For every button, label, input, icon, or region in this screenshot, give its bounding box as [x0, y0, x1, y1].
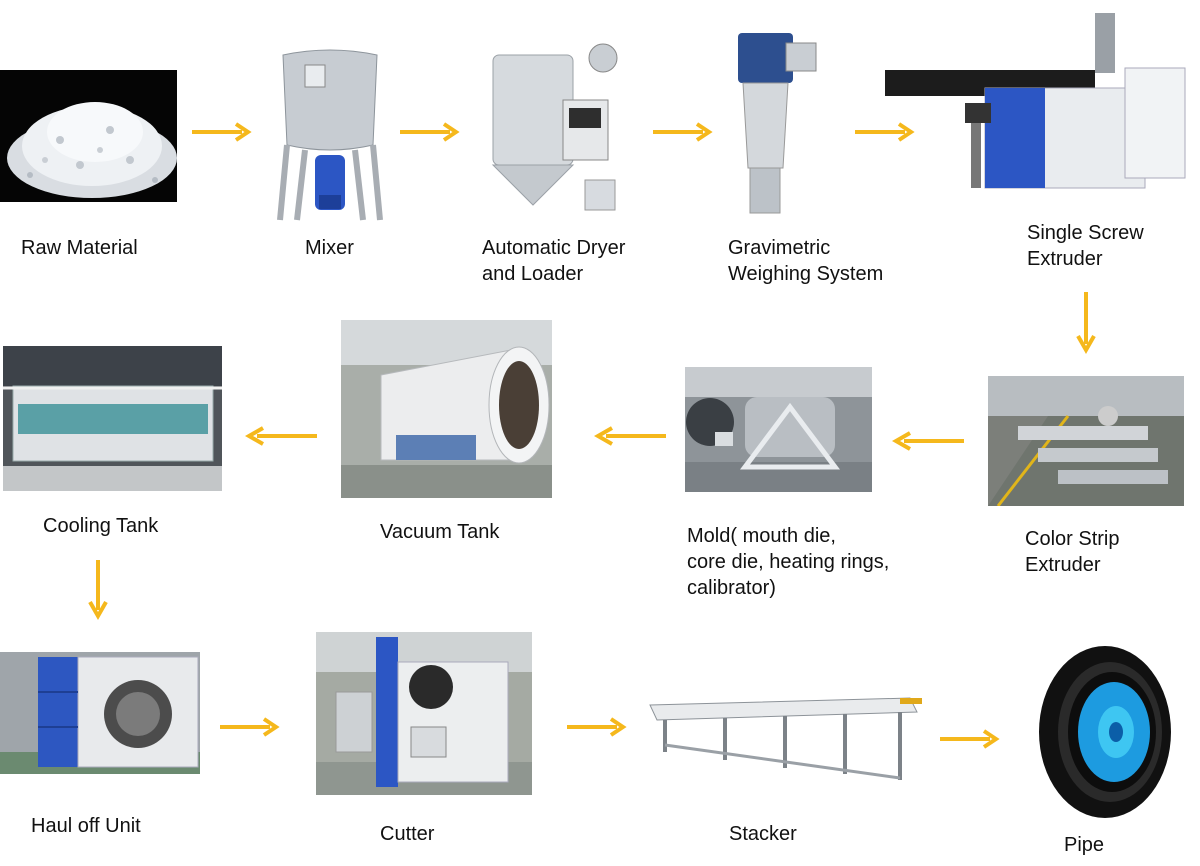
color-strip-extruder-photo: [988, 376, 1184, 506]
vacuum-tank-photo: [341, 320, 552, 498]
mixer-photo: [275, 45, 385, 225]
label-pipe: Pipe: [1064, 834, 1105, 856]
haul-off-unit-photo: [0, 652, 200, 774]
arrow-left-icon: [892, 431, 964, 451]
cooling-tank-photo: [3, 346, 222, 491]
stacker-photo: [645, 690, 925, 785]
dryer-loader-photo: [485, 40, 630, 220]
label-haul-off-unit: Haul off Unit: [31, 815, 141, 837]
arrow-right-icon: [855, 122, 915, 142]
arrow-right-icon: [940, 729, 1000, 749]
label-cooling-tank: Cooling Tank: [43, 515, 159, 537]
arrow-left-icon: [245, 426, 317, 446]
cutter-photo: [316, 632, 532, 795]
label-mixer: Mixer: [305, 237, 354, 259]
pipe-photo: [1030, 640, 1175, 820]
label-stacker: Stacker: [729, 823, 797, 845]
label-mold: Mold( mouth die, core die, heating rings…: [687, 525, 890, 599]
arrow-down-icon: [88, 560, 108, 621]
label-single-screw-extruder: Single Screw Extruder: [1027, 222, 1144, 270]
arrow-down-icon: [1076, 292, 1096, 355]
raw-material-photo: [0, 70, 177, 202]
arrow-right-icon: [567, 717, 627, 737]
arrow-left-icon: [594, 426, 666, 446]
arrow-right-icon: [653, 122, 713, 142]
label-color-strip-extruder: Color Strip Extruder: [1025, 528, 1120, 576]
label-raw-material: Raw Material: [21, 237, 138, 259]
arrow-right-icon: [220, 717, 280, 737]
label-cutter: Cutter: [380, 823, 435, 845]
label-dryer-loader: Automatic Dryer and Loader: [482, 237, 626, 285]
arrow-right-icon: [400, 122, 460, 142]
single-screw-extruder-photo: [885, 8, 1190, 203]
gravimetric-weighing-photo: [728, 28, 828, 220]
mold-photo: [685, 367, 872, 492]
arrow-right-icon: [192, 122, 252, 142]
label-vacuum-tank: Vacuum Tank: [380, 521, 500, 543]
label-gravimetric: Gravimetric Weighing System: [728, 237, 884, 285]
